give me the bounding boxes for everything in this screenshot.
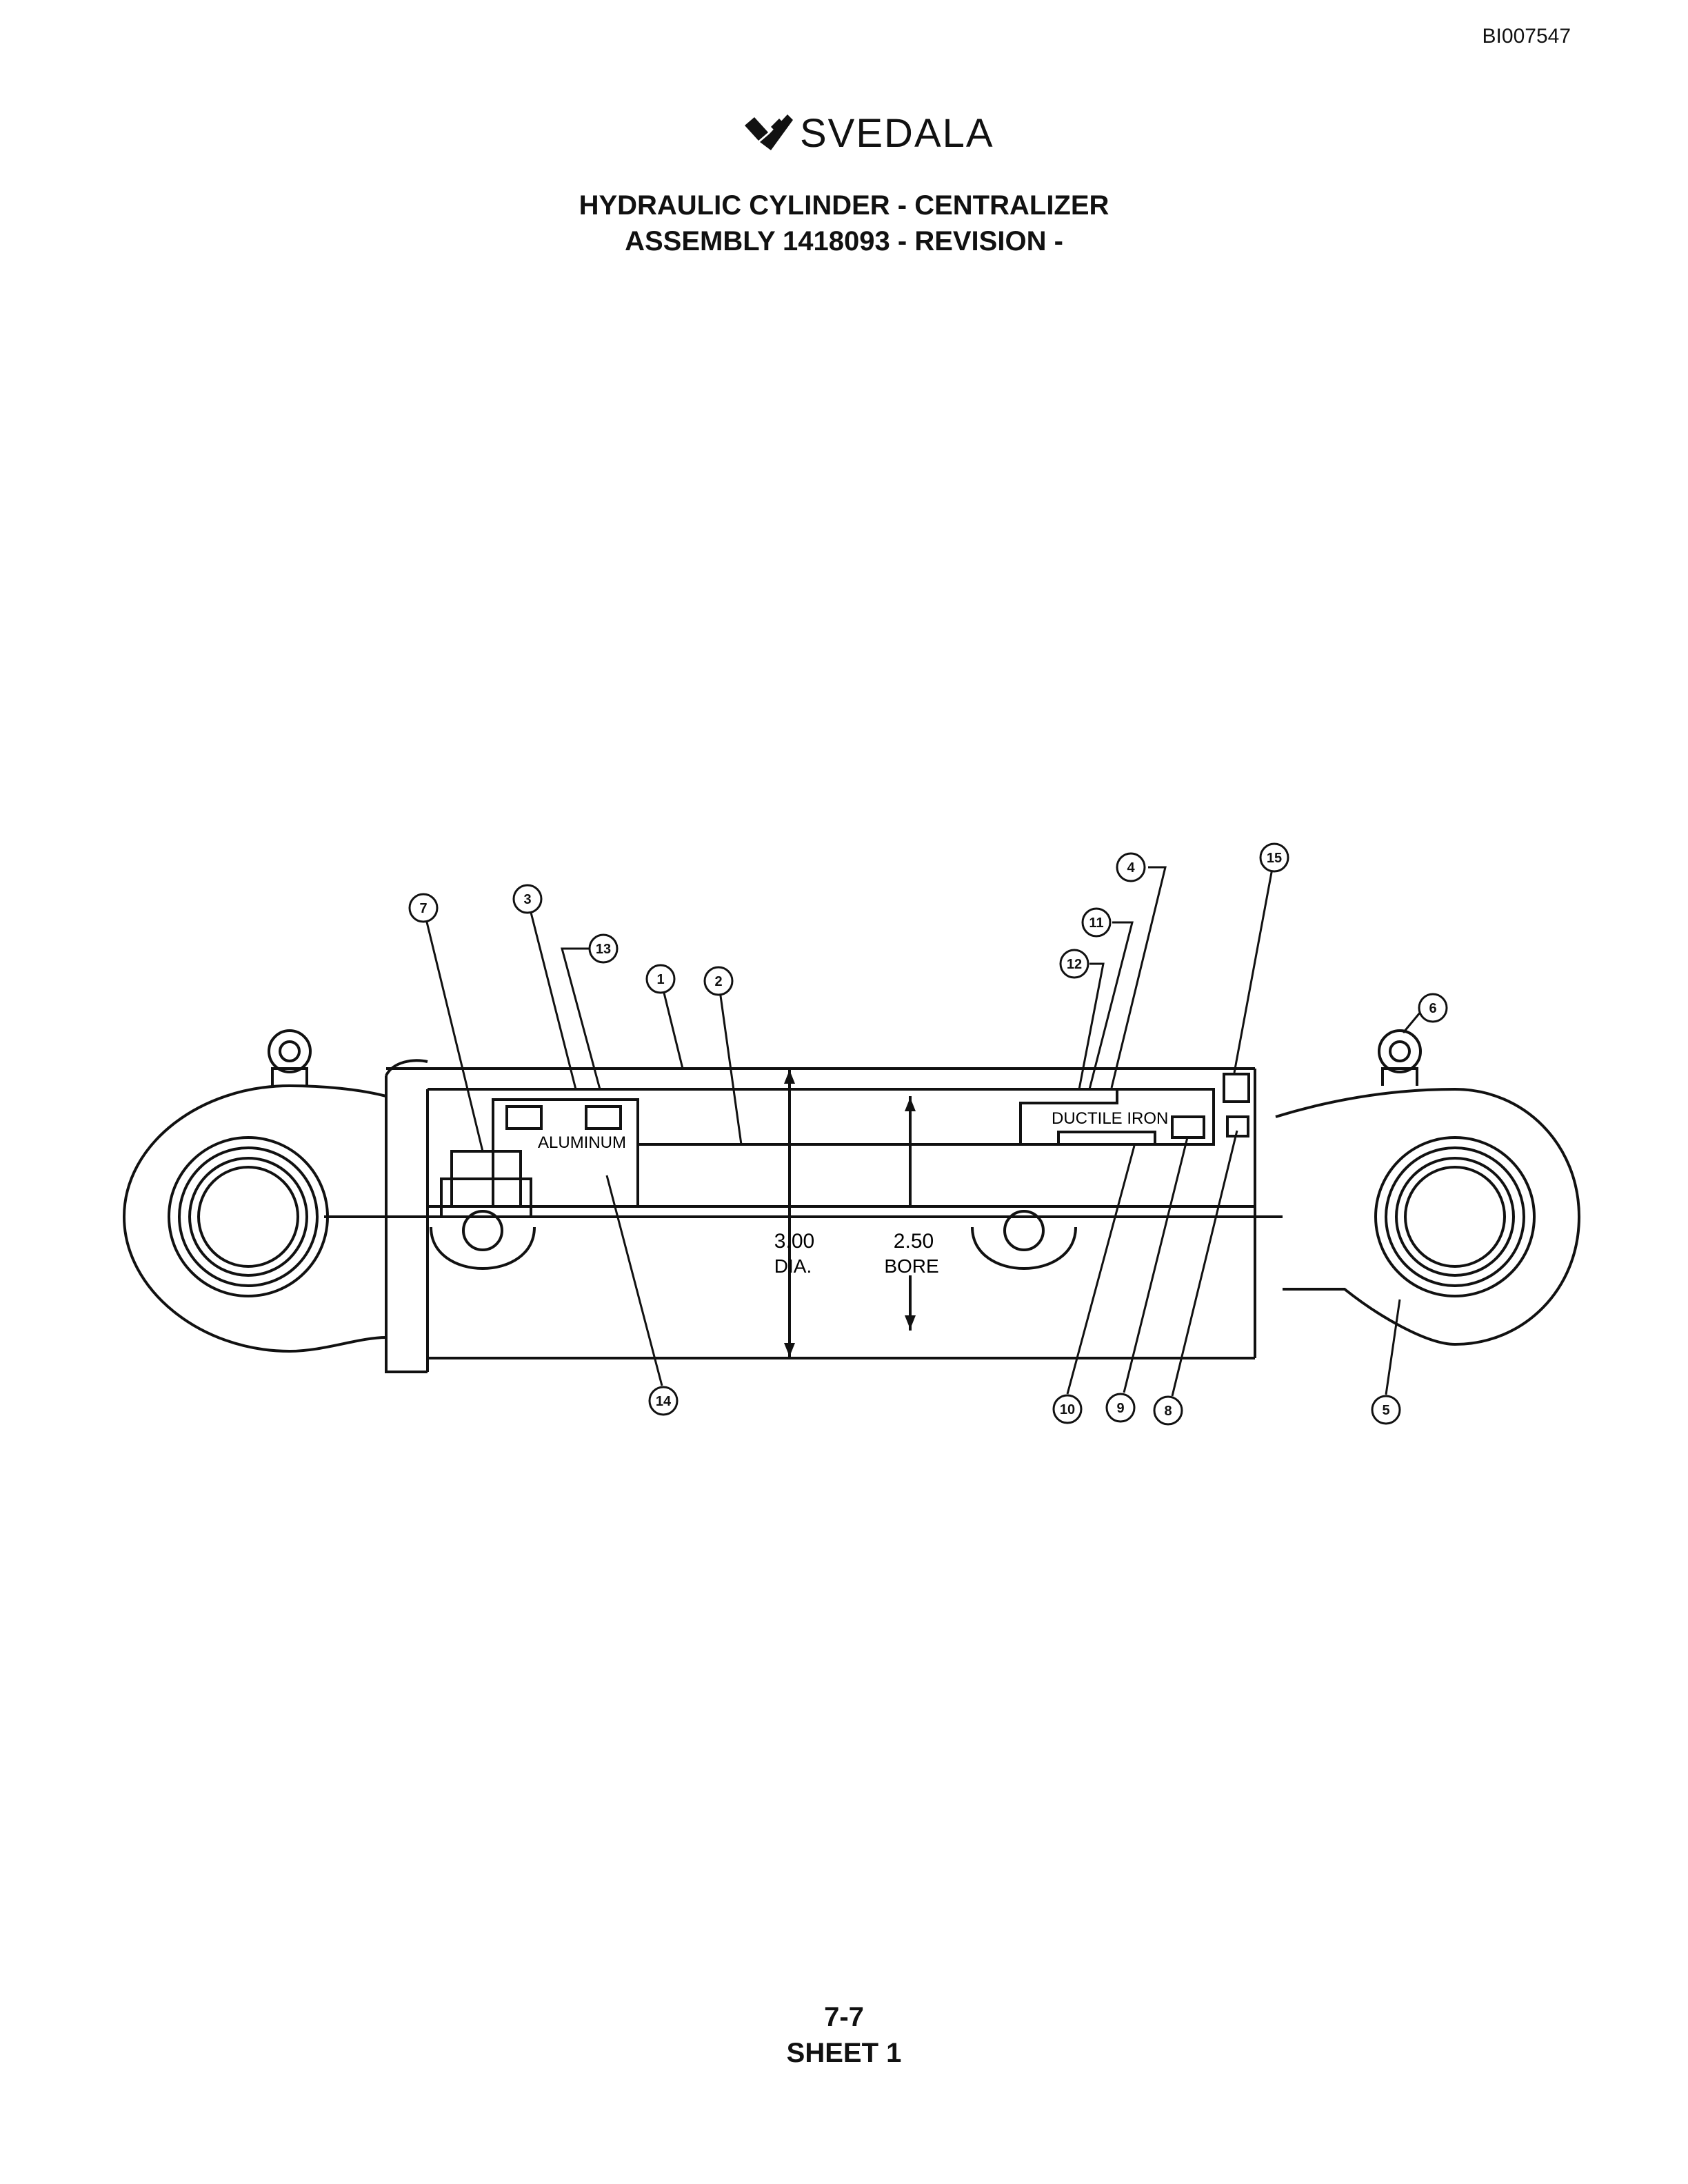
dia-unit-label: DIA. <box>774 1255 812 1277</box>
dia-arrow-bottom <box>784 1343 795 1357</box>
leader-10 <box>1066 1145 1136 1395</box>
callout-bubble-7 <box>408 893 439 923</box>
leader-7 <box>422 907 484 1152</box>
callout-11: 11 <box>1089 916 1103 931</box>
callout-15: 15 <box>1267 851 1282 866</box>
piston-seal-left <box>505 1105 543 1130</box>
left-eye-bushing-outer <box>168 1136 329 1297</box>
page-number: 7-7 <box>824 2002 864 2032</box>
bore-arrow-bottom <box>905 1315 916 1329</box>
port-left <box>430 1226 536 1270</box>
left-eye-bore <box>197 1166 299 1268</box>
piston-seal-right <box>585 1105 622 1130</box>
leader-9 <box>1123 1137 1189 1393</box>
callout-bubble-13 <box>588 933 619 964</box>
callout-bubble-12 <box>1059 949 1089 979</box>
leader-2 <box>717 980 743 1145</box>
rod-wiper <box>1226 1115 1249 1138</box>
callout-4: 4 <box>1127 860 1135 876</box>
cylinder-drawing: ALUMINUM DUCTILE IRON 3.00 DIA. 2.50 BOR… <box>0 813 1688 1475</box>
callout-bubble-11 <box>1081 907 1112 938</box>
document-id: BI007547 <box>1482 25 1571 48</box>
callout-5: 5 <box>1382 1403 1389 1418</box>
callout-bubble-6 <box>1418 993 1448 1023</box>
right-eye-bushing-mid <box>1385 1146 1525 1287</box>
leader-1 <box>659 978 684 1069</box>
logo-text: SVEDALA <box>800 111 994 156</box>
piston-washer <box>440 1177 532 1218</box>
callout-bubble-14 <box>648 1386 679 1416</box>
gland-wear-ring <box>1057 1131 1156 1146</box>
right-grease-fitting <box>1378 1029 1422 1073</box>
leader-12 <box>1078 962 1105 1090</box>
left-grease-base <box>271 1067 308 1086</box>
leader-5 <box>1385 1299 1401 1395</box>
callout-bubble-4 <box>1116 852 1146 882</box>
leader-11 <box>1088 921 1134 1090</box>
callout-9: 9 <box>1116 1401 1124 1416</box>
ductile-iron-label: DUCTILE IRON <box>1052 1109 1168 1128</box>
bore-value-label: 2.50 <box>894 1230 934 1253</box>
callout-7: 7 <box>419 901 427 916</box>
title-line-1: HYDRAULIC CYLINDER - CENTRALIZER <box>579 190 1109 221</box>
bore-unit-label: BORE <box>884 1255 938 1277</box>
svedala-logo: SVEDALA <box>745 110 993 159</box>
callout-bubble-3 <box>512 884 543 914</box>
callout-12: 12 <box>1067 957 1082 972</box>
left-rod-eye-outline <box>122 1084 387 1353</box>
dia-value-label: 3.00 <box>774 1230 814 1253</box>
callout-bubble-8 <box>1153 1395 1183 1426</box>
left-grease-fitting <box>268 1029 312 1073</box>
callout-bubble-5 <box>1371 1395 1401 1425</box>
callout-10: 10 <box>1060 1402 1075 1417</box>
svedala-logo-mark-icon <box>745 114 793 150</box>
callout-14: 14 <box>656 1394 672 1409</box>
left-end-cap <box>385 1059 428 1373</box>
leader-13 <box>561 947 601 1090</box>
callout-bubble-2 <box>703 966 734 996</box>
port-right <box>971 1226 1077 1270</box>
bore-arrow-top <box>905 1098 916 1111</box>
gland-ductile-iron <box>1019 1088 1215 1146</box>
right-eye-bushing-outer <box>1374 1136 1536 1297</box>
cylinder-assembly-svg: ALUMINUM DUCTILE IRON 3.00 DIA. 2.50 BOR… <box>122 842 1581 1426</box>
left-eye-bushing-mid <box>178 1146 319 1287</box>
aluminum-label: ALUMINUM <box>538 1133 626 1152</box>
dia-arrow-top <box>784 1070 795 1084</box>
left-eye-bushing-inner <box>188 1157 308 1277</box>
port-right-hole <box>1003 1210 1045 1251</box>
gland-setscrew <box>1223 1073 1250 1103</box>
callout-bubble-1 <box>645 964 676 994</box>
right-grease-fitting-inner <box>1389 1040 1411 1062</box>
sheet-number: SHEET 1 <box>786 2038 902 2068</box>
callout-6: 6 <box>1429 1001 1436 1016</box>
callout-3: 3 <box>523 892 531 907</box>
callout-8: 8 <box>1164 1404 1172 1419</box>
right-eye-bushing-inner <box>1395 1157 1515 1277</box>
leader-14 <box>605 1175 663 1386</box>
leader-15 <box>1233 857 1276 1073</box>
title-line-2: ASSEMBLY 1418093 - REVISION - <box>625 226 1063 256</box>
right-grease-base <box>1381 1067 1418 1086</box>
callout-bubble-10 <box>1052 1394 1083 1424</box>
right-rod-eye-outline <box>1275 1087 1581 1346</box>
callout-13: 13 <box>596 942 611 957</box>
right-eye-bore <box>1404 1166 1506 1268</box>
leader-8 <box>1171 1130 1238 1397</box>
leader-4 <box>1110 866 1167 1089</box>
rod-seal <box>1171 1115 1205 1139</box>
port-left-hole <box>462 1210 503 1251</box>
left-grease-fitting-inner <box>279 1040 301 1062</box>
callout-1: 1 <box>656 972 664 987</box>
leader-3 <box>526 898 577 1090</box>
piston-aluminum <box>492 1098 639 1208</box>
callout-bubble-9 <box>1105 1393 1136 1423</box>
callout-bubble-15 <box>1259 842 1289 873</box>
callout-2: 2 <box>714 974 722 989</box>
